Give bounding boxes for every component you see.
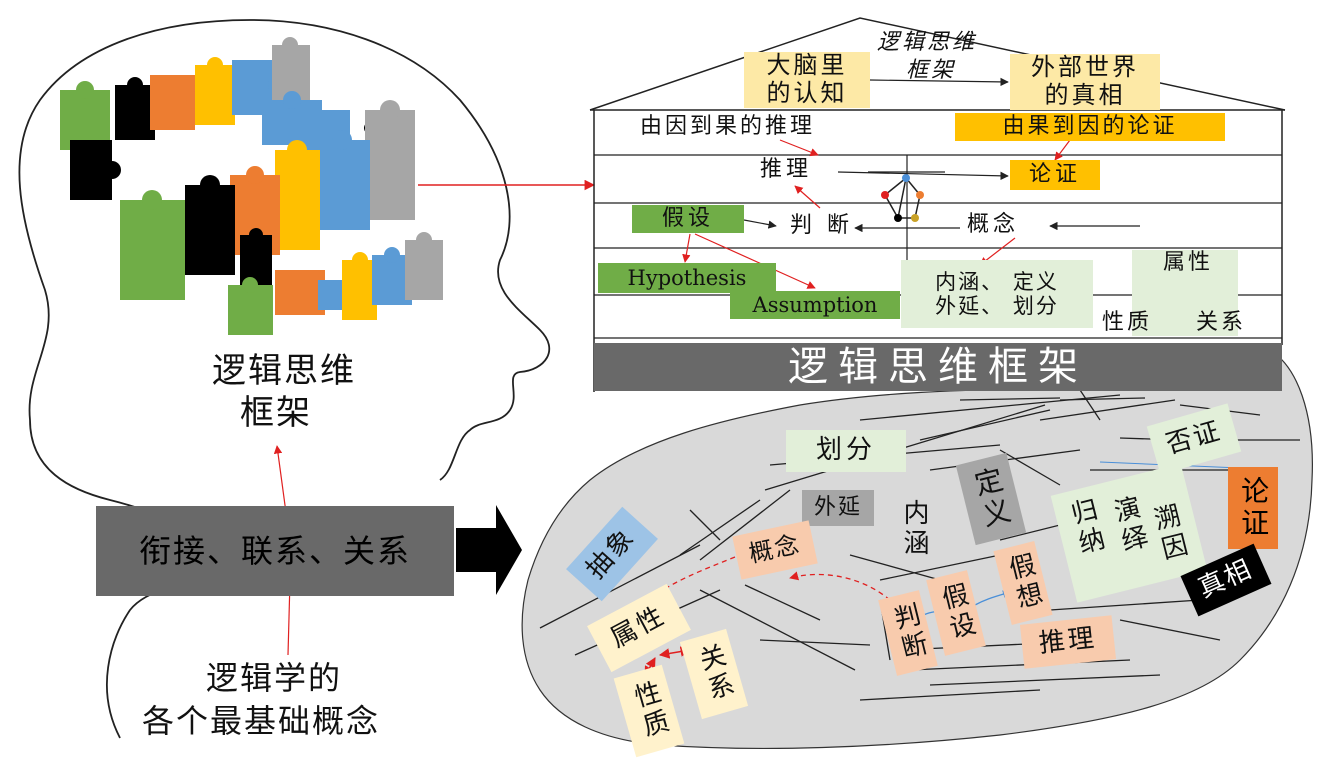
map-extension-box: 外延: [802, 490, 874, 526]
map-divide-box: 划分: [786, 430, 906, 472]
cause-to-effect-label: 由因到果的推理: [640, 114, 816, 139]
attribute-label: 属性: [1163, 250, 1214, 275]
map-proof-box: 论证: [1228, 467, 1278, 549]
basics-line1: 逻辑学的: [206, 659, 343, 697]
reasoning-label: 推理: [760, 157, 813, 182]
assumption-en-box: Assumption: [730, 291, 900, 319]
world-line1: 外部世界: [1031, 53, 1139, 82]
basics-line2: 各个最基础概念: [142, 702, 381, 740]
network-icon: [881, 174, 924, 222]
hypothesis-cn-box: 假设: [632, 205, 744, 233]
world-line2: 的真相: [1044, 81, 1126, 109]
head-caption-line1: 逻辑思维: [212, 351, 356, 391]
concept-label: 概念: [967, 212, 1020, 237]
house-banner: 逻辑思维框架: [594, 343, 1282, 391]
map-intension-label: 内涵: [898, 499, 929, 559]
brain-cognition-box: 大脑里 的认知: [744, 52, 870, 108]
hypothesis-en-box: Hypothesis: [598, 263, 776, 293]
proof-box: 论证: [1010, 160, 1100, 190]
roof-title-line1: 逻辑思维: [877, 30, 978, 55]
roof-title-line2: 框架: [906, 58, 957, 83]
puzzle-pieces: [60, 37, 443, 335]
intension-line1: 内涵、 定义: [935, 269, 1059, 294]
brain-line2: 的认知: [766, 79, 848, 107]
intension-definition-box: 内涵、 定义 外延、 划分: [901, 260, 1093, 328]
concept-to-attribute-arrow: [627, 556, 736, 623]
brain-line1: 大脑里: [766, 51, 848, 80]
judgment-to-concept-arrow: [789, 571, 891, 601]
head-caption-line2: 框架: [240, 393, 312, 433]
judgment-label: 判 断: [790, 213, 853, 238]
link-relation-box: 衔接、联系、关系: [96, 506, 454, 596]
intension-line2: 外延、 划分: [935, 294, 1059, 318]
property-label: 性质: [1102, 310, 1153, 335]
effect-to-cause-box: 由果到因的论证: [955, 113, 1225, 141]
relation-label: 关系: [1196, 310, 1247, 335]
big-right-arrow: [456, 505, 522, 595]
world-truth-box: 外部世界 的真相: [1010, 54, 1160, 110]
attribute-house-box: [1132, 250, 1238, 336]
